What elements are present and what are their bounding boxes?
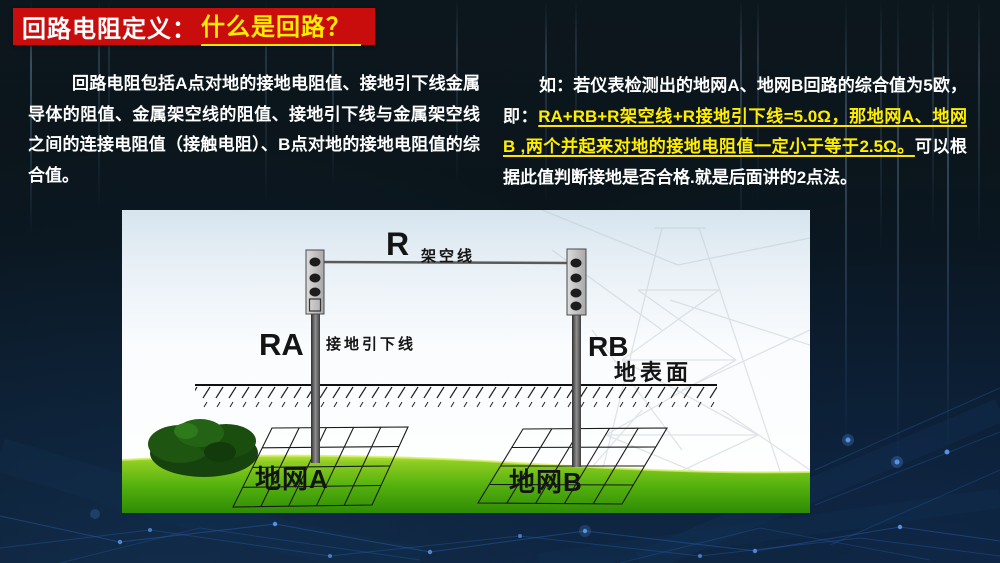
light-streak <box>332 0 334 190</box>
right-paragraph-intro: 如：若仪表检测出的地网A、地网B回路的综合值为5欧，即： <box>503 76 967 126</box>
pole-b <box>566 248 587 467</box>
ground-surface-line <box>195 384 717 408</box>
light-streak <box>932 0 934 235</box>
light-streak <box>575 0 577 170</box>
light-streak <box>757 0 759 200</box>
loop-formula-highlight: RA+RB+R架空线+R接地引下线=5.0Ω， <box>538 106 850 126</box>
page-title-highlight: 什么是回路？ <box>201 7 361 46</box>
light-streak <box>978 0 980 245</box>
right-paragraph-conclusion: 可以根据此值判断接地是否合格.就是后面讲的2点法。 <box>503 137 967 187</box>
ground-surface-label: 地表面 <box>614 360 693 385</box>
light-streak <box>456 0 458 185</box>
light-streak <box>740 0 742 240</box>
right-paragraph: 如：若仪表检测出的地网A、地网B回路的综合值为5欧，即：RA+RB+R架空线+R… <box>503 71 967 193</box>
resistance-a-label: RA <box>259 327 304 362</box>
overhead-line-r-label: R <box>386 226 410 262</box>
left-paragraph-text: 回路电阻包括A点对地的接地电阻值、接地引下线金属导体的阻值、金属架空线的阻值、接… <box>28 74 480 185</box>
light-streak <box>545 0 547 205</box>
light-streak <box>947 0 949 455</box>
grid-a-label: 地网A <box>255 464 329 494</box>
diagram-graphic <box>122 210 810 513</box>
left-paragraph: 回路电阻包括A点对地的接地电阻值、接地引下线金属导体的阻值、金属架空线的阻值、接… <box>28 69 480 191</box>
page-title: 回路电阻定义： <box>22 16 197 43</box>
overhead-wire <box>318 260 575 265</box>
light-streak <box>30 0 32 235</box>
diagram-image: R 架空线 RA 接地引下线 RB 地表面 地网A 地网B <box>122 210 810 513</box>
title-banner: 回路电阻定义： 什么是回路？ <box>13 7 375 46</box>
resistance-b-label: RB <box>588 331 629 362</box>
downlead-label: 接地引下线 <box>326 336 417 353</box>
grid-b-label: 地网B <box>509 467 583 497</box>
light-streak <box>845 0 847 445</box>
grid-a-mesh <box>232 426 409 508</box>
light-streak <box>880 0 882 255</box>
light-streak <box>98 0 100 210</box>
light-streak <box>108 0 110 160</box>
overhead-line-label: 架空线 <box>421 248 476 265</box>
light-streak <box>897 0 899 465</box>
tree <box>148 419 258 477</box>
pole-a <box>305 249 325 463</box>
grid-b-mesh <box>477 427 668 505</box>
light-streak <box>265 0 267 205</box>
parallel-resistance-highlight: 那地网A、地网B ,两个并起来对地的接地电阻值一定小于等于2.5Ω。 <box>503 106 968 157</box>
